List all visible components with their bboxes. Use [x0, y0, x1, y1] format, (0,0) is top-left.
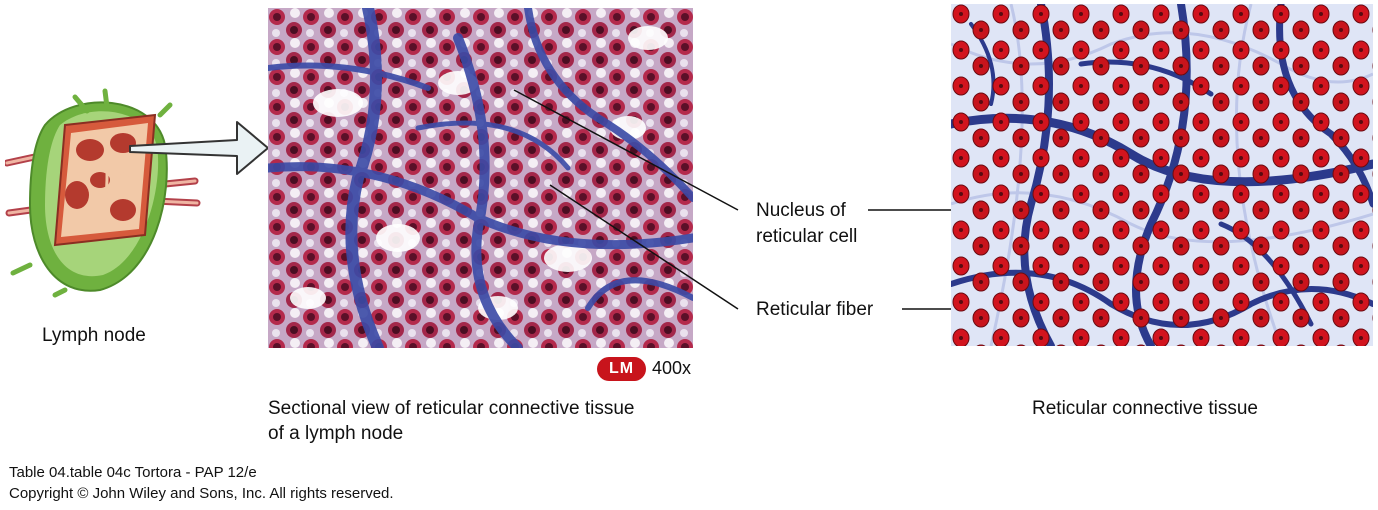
micrograph-caption-line2: of a lymph node: [268, 423, 404, 444]
reticular-fiber-label: Reticular fiber: [756, 299, 874, 320]
reticular-tissue-illustration: [951, 4, 1373, 346]
lm-badge: LM: [597, 357, 647, 381]
footer-copyright: Copyright © John Wiley and Sons, Inc. Al…: [9, 485, 394, 502]
footer-source: Table 04.table 04c Tortora - PAP 12/e: [9, 464, 257, 481]
micrograph-caption-line1: Sectional view of reticular connective t…: [268, 398, 635, 419]
illustration-caption: Reticular connective tissue: [1032, 398, 1258, 419]
nucleus-label-line1: Nucleus of: [756, 200, 846, 221]
magnification-label: 400x: [652, 358, 692, 378]
pointer-arrow: [125, 118, 275, 178]
nucleus-label-line2: reticular cell: [756, 226, 858, 247]
lymph-node-label: Lymph node: [42, 325, 146, 346]
micrograph-image: [268, 8, 693, 348]
